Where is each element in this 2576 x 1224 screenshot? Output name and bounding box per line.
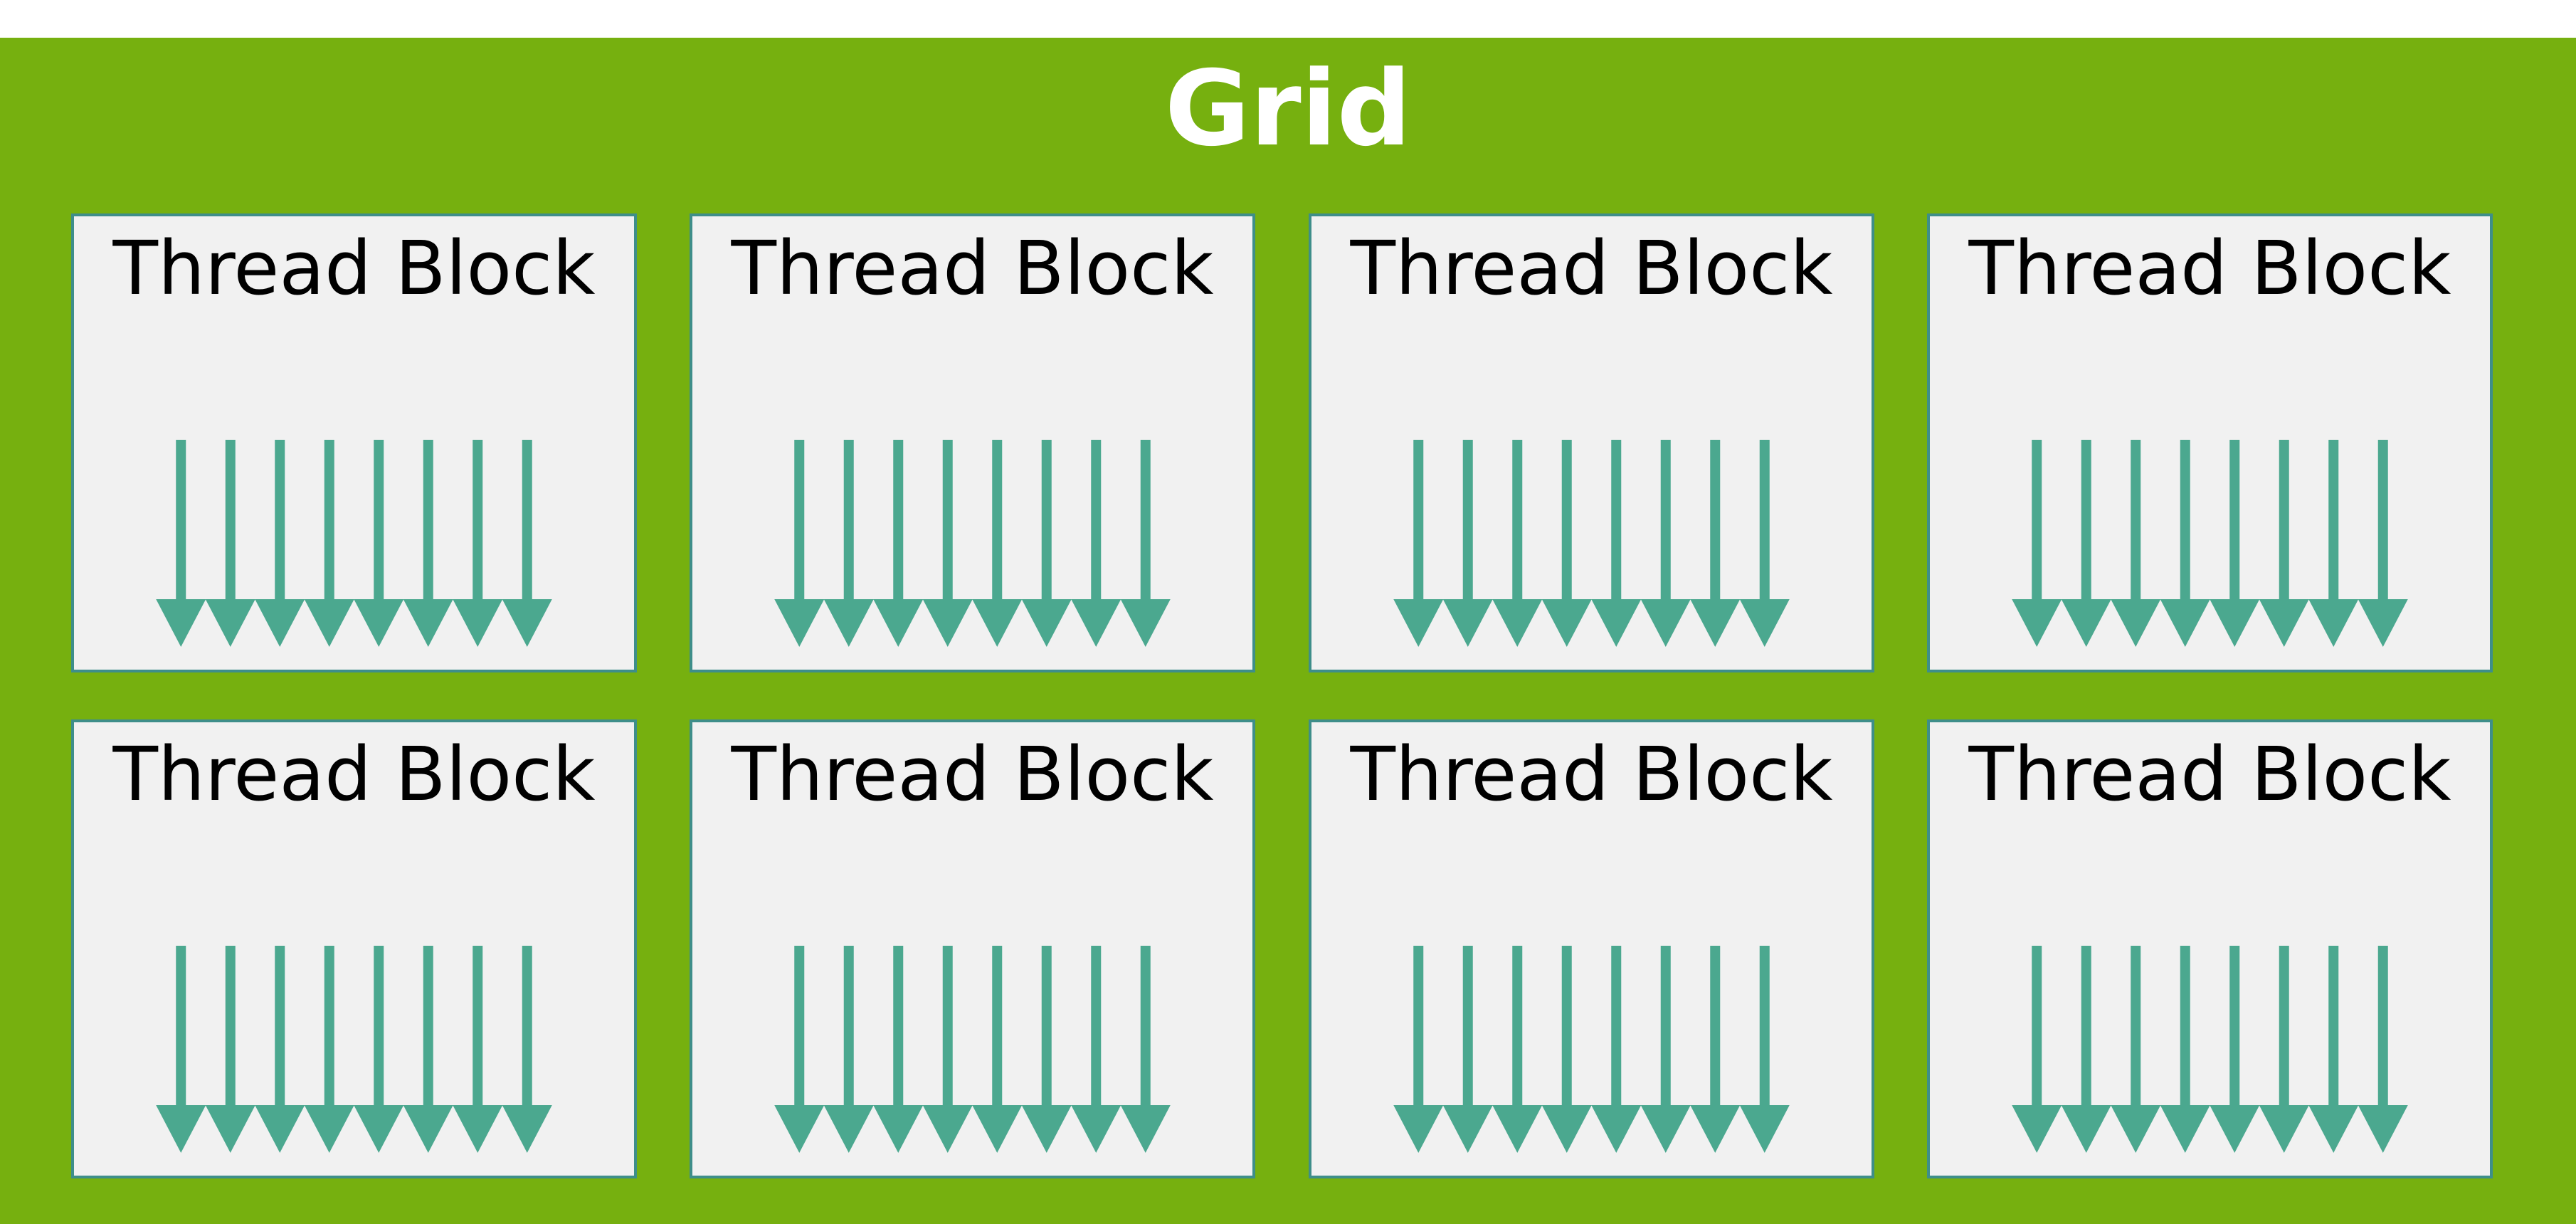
thread-arrow (1442, 440, 1493, 647)
thread-arrow (2358, 440, 2408, 647)
thread-arrow (1021, 440, 1072, 647)
thread-arrow (1739, 440, 1790, 647)
thread-arrow (1591, 946, 1642, 1153)
thread-arrow (2012, 946, 2062, 1153)
thread-arrow (1640, 946, 1691, 1153)
thread-block: Thread Block (71, 719, 637, 1178)
thread-arrow (873, 946, 924, 1153)
thread-arrow (1393, 440, 1444, 647)
thread-block-label: Thread Block (731, 225, 1214, 312)
thread-arrow (922, 440, 973, 647)
thread-arrow (2308, 946, 2359, 1153)
thread-arrow (403, 946, 453, 1153)
thread-arrow (2358, 946, 2408, 1153)
thread-block-label: Thread Block (1350, 225, 1833, 312)
thread-arrow (304, 946, 354, 1153)
thread-arrows (2012, 946, 2408, 1153)
thread-arrow (354, 440, 404, 647)
thread-arrow (972, 440, 1023, 647)
thread-arrow (1690, 946, 1741, 1153)
thread-arrow (502, 440, 552, 647)
thread-arrow (823, 946, 874, 1153)
thread-arrow (2111, 440, 2161, 647)
thread-arrow (354, 946, 404, 1153)
thread-arrow (2160, 440, 2210, 647)
thread-arrows (774, 946, 1171, 1153)
thread-arrow (823, 440, 874, 647)
thread-arrows (1393, 946, 1790, 1153)
thread-arrow (2061, 946, 2111, 1153)
thread-arrow (255, 946, 305, 1153)
thread-block: Thread Block (690, 213, 1255, 672)
thread-block: Thread Block (1927, 213, 2493, 672)
thread-arrow (1120, 946, 1171, 1153)
thread-block-label: Thread Block (1350, 731, 1833, 818)
thread-arrow (2012, 440, 2062, 647)
thread-block-label: Thread Block (112, 225, 596, 312)
thread-arrows (774, 440, 1171, 647)
thread-arrow (205, 946, 255, 1153)
thread-block: Thread Block (1309, 213, 1874, 672)
grid-container: Grid Thread Block Thread Block Thread Bl… (0, 38, 2576, 1224)
thread-arrow (2111, 946, 2161, 1153)
thread-arrow (156, 946, 206, 1153)
thread-arrow (1640, 440, 1691, 647)
thread-arrow (156, 440, 206, 647)
thread-arrow (1393, 946, 1444, 1153)
thread-arrow (774, 946, 825, 1153)
thread-arrow (255, 440, 305, 647)
thread-arrow (453, 440, 503, 647)
thread-arrow (1591, 440, 1642, 647)
thread-block: Thread Block (1927, 719, 2493, 1178)
thread-arrow (2259, 946, 2309, 1153)
thread-arrow (1492, 946, 1543, 1153)
thread-arrow (403, 440, 453, 647)
thread-block-label: Thread Block (1968, 225, 2451, 312)
thread-arrow (205, 440, 255, 647)
thread-arrow (2160, 946, 2210, 1153)
thread-arrows (1393, 440, 1790, 647)
thread-arrow (1021, 946, 1072, 1153)
thread-block: Thread Block (1309, 719, 1874, 1178)
thread-arrow (922, 946, 973, 1153)
thread-arrow (1071, 946, 1121, 1153)
thread-block: Thread Block (71, 213, 637, 672)
thread-block-label: Thread Block (112, 731, 596, 818)
thread-arrow (502, 946, 552, 1153)
thread-arrow (2259, 440, 2309, 647)
thread-arrow (774, 440, 825, 647)
thread-arrow (1071, 440, 1121, 647)
thread-arrow (304, 440, 354, 647)
thread-block-label: Thread Block (1968, 731, 2451, 818)
thread-arrow (2308, 440, 2359, 647)
thread-arrow (453, 946, 503, 1153)
thread-arrow (1690, 440, 1741, 647)
thread-arrow (1739, 946, 1790, 1153)
thread-arrow (2061, 440, 2111, 647)
thread-block-label: Thread Block (731, 731, 1214, 818)
thread-arrow (2210, 440, 2260, 647)
thread-block: Thread Block (690, 719, 1255, 1178)
thread-arrow (1120, 440, 1171, 647)
thread-arrows (2012, 440, 2408, 647)
thread-arrow (972, 946, 1023, 1153)
thread-arrow (873, 440, 924, 647)
thread-arrows (156, 946, 552, 1153)
grid-title: Grid (1164, 48, 1412, 169)
thread-arrow (1492, 440, 1543, 647)
thread-arrow (1442, 946, 1493, 1153)
thread-arrow (2210, 946, 2260, 1153)
thread-arrow (1541, 946, 1592, 1153)
thread-arrows (156, 440, 552, 647)
thread-arrow (1541, 440, 1592, 647)
